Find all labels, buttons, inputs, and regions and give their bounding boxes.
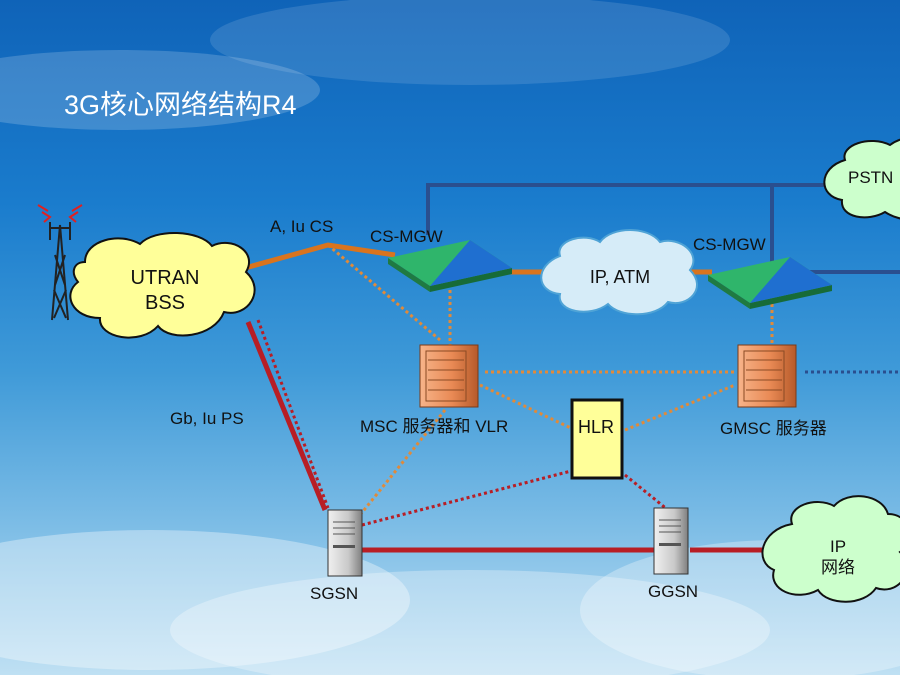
- ip-network-label: IP 网络: [808, 536, 868, 579]
- server-rack-icon: [737, 344, 797, 408]
- bearer-links: [244, 242, 775, 553]
- server-tower-icon: [653, 507, 689, 575]
- ip-atm-cloud: [540, 229, 698, 316]
- gmsc-label: GMSC 服务器: [720, 419, 827, 438]
- server-tower-icon: [327, 509, 363, 577]
- ggsn-label: GGSN: [648, 582, 699, 601]
- hlr-label: HLR: [578, 417, 615, 437]
- link-label-gb-iu-ps: Gb, Iu PS: [170, 409, 244, 428]
- server-rack-icon: [419, 344, 479, 408]
- ip-network-cloud: [761, 495, 900, 603]
- utran-label: UTRAN BSS: [110, 266, 220, 316]
- media-gateway-icon: [388, 240, 512, 292]
- cs-mgw-label-2: CS-MGW: [693, 235, 766, 254]
- hlr-box: [570, 398, 624, 480]
- media-gateway-icon: [708, 257, 832, 309]
- antenna-tower-icon: [37, 204, 83, 321]
- utran-label-line1: UTRAN: [130, 267, 200, 289]
- msc-label: MSC 服务器和 VLR: [360, 417, 509, 436]
- signalling-links: [256, 243, 900, 527]
- pstn-cloud: [823, 138, 900, 220]
- ip-atm-label: IP, ATM: [589, 267, 651, 287]
- cs-mgw-label-1: CS-MGW: [370, 227, 443, 246]
- slide-title: 3G核心网络结构R4: [64, 90, 297, 120]
- utran-cloud: [69, 232, 256, 339]
- ip-network-label-line1: IP: [829, 537, 847, 556]
- sgsn-label: SGSN: [310, 584, 359, 603]
- link-label-a-iu-cs: A, Iu CS: [270, 217, 334, 236]
- pstn-label: PSTN: [848, 168, 894, 187]
- utran-label-line2: BSS: [144, 292, 186, 314]
- ip-network-label-line2: 网络: [821, 558, 855, 578]
